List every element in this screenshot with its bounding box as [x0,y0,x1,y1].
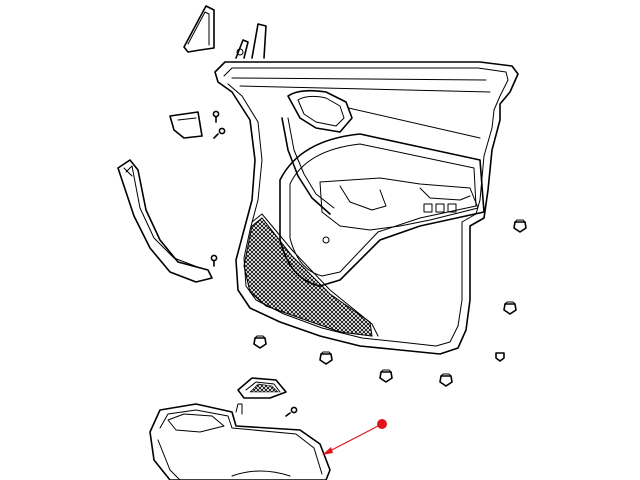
armrest-assembly [149,403,331,480]
screws [210,110,298,417]
pull-handle-trim [117,159,213,283]
door-trim-panel [214,61,519,355]
mirror-sail-cover [183,5,215,53]
speaker-grille [243,217,373,337]
mirror-clips [235,23,267,59]
switch-bezel [237,377,287,399]
push-pin-fasteners [253,219,527,387]
callout-dot [377,419,387,429]
upper-trim-insert [169,111,203,139]
callout-leader [322,419,387,455]
